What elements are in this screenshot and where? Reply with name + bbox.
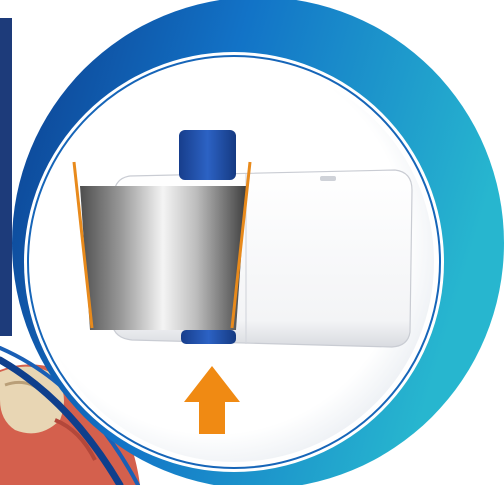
navy-side-bar <box>0 18 12 336</box>
blue-knob <box>179 130 236 180</box>
matrix-band <box>80 186 246 330</box>
